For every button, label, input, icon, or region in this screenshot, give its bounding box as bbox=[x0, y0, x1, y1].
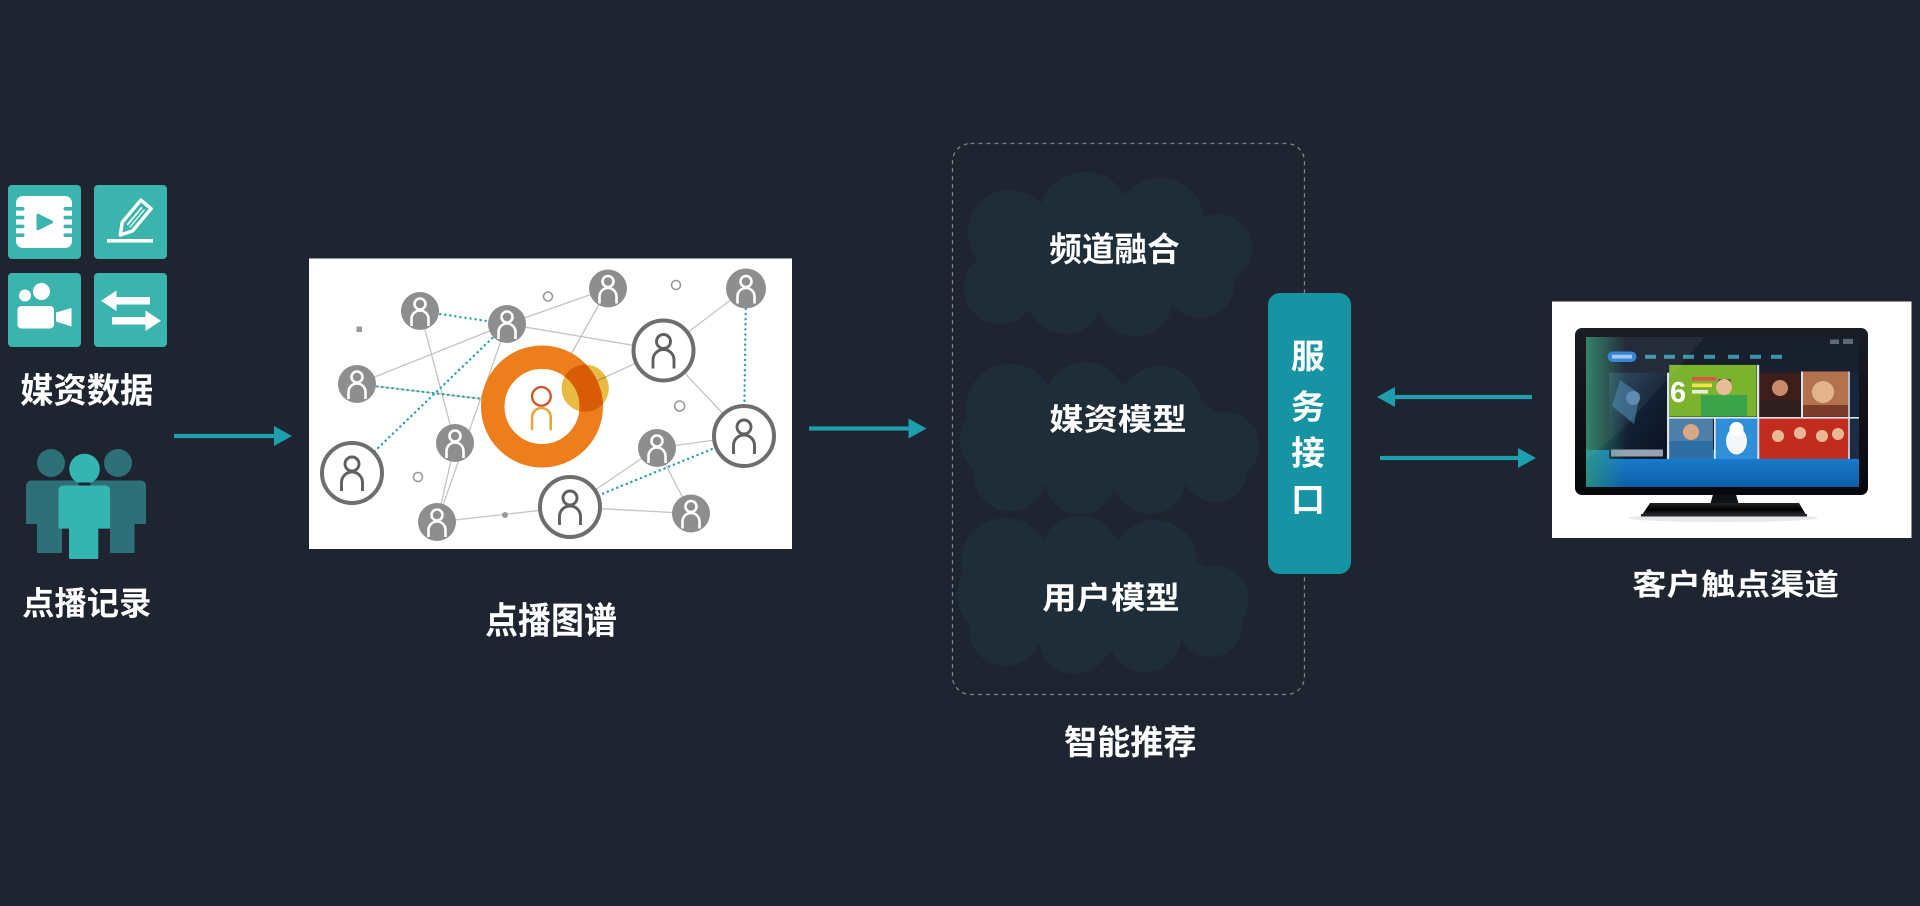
svg-text:6: 6 bbox=[1670, 377, 1686, 409]
